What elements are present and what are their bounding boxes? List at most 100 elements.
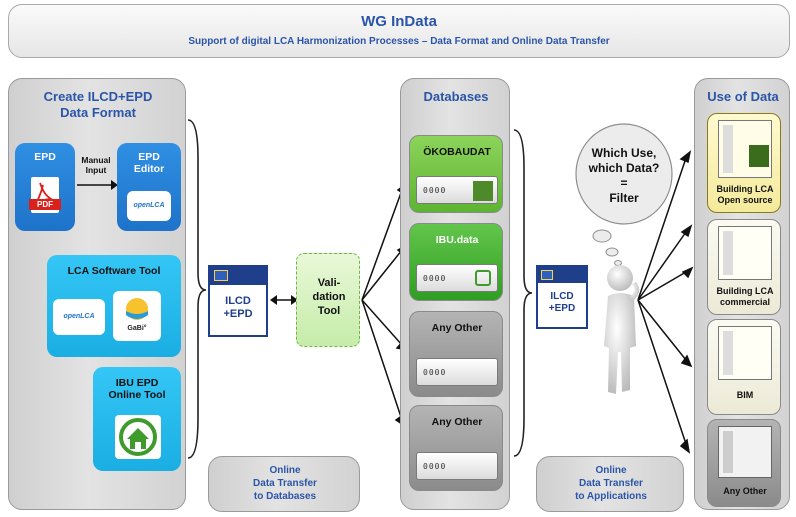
thought-text: Which Use, which Data? = Filter — [578, 146, 670, 206]
ilcd-left-line2: +EPD — [223, 308, 253, 320]
db-card-oekobaudat: ÖKOBAUDAT 0000 — [409, 135, 503, 213]
transfer-db-line2: Data Transfer — [253, 478, 317, 489]
pdf-icon: PDF — [29, 177, 61, 213]
ibu-tool-label: IBU EPD Online Tool — [93, 377, 181, 401]
db-label: IBU.data — [435, 234, 479, 246]
openlca-logo-2: openLCA — [53, 299, 105, 335]
databases-panel: Databases ÖKOBAUDAT 0000 IBU.data 0000 A… — [400, 78, 510, 510]
epd-box: EPD PDF — [15, 143, 75, 231]
server-device: 0000 — [416, 176, 498, 204]
ilcd-epd-file-left: ILCD +EPD — [208, 265, 268, 337]
window-sidebar — [723, 431, 733, 473]
validation-tool-label: Vali- dation Tool — [297, 276, 361, 318]
title-banner: WG InData Support of digital LCA Harmoni… — [8, 4, 790, 58]
use-line1: Building LCA — [716, 286, 774, 296]
db-label: Any Other — [431, 416, 483, 428]
thought-line2: which Data? — [588, 161, 660, 175]
ilcd-epd-file-right: ILCD +EPD — [536, 265, 588, 329]
app-window-icon — [718, 120, 772, 178]
window-sidebar — [723, 125, 733, 173]
manual-input-line1: Manual — [81, 155, 111, 165]
ilcd-epd-label-right: ILCD +EPD — [538, 291, 586, 315]
transfer-to-applications-box: Online Data Transfer to Applications — [536, 456, 684, 512]
epd-editor-box: EPD Editor openLCA — [117, 143, 181, 231]
ilcd-right-line1: ILCD — [550, 291, 574, 302]
server-number: 0000 — [423, 186, 447, 195]
transfer-app-label: Online Data Transfer to Applications — [537, 464, 685, 503]
transfer-db-line1: Online — [269, 465, 301, 476]
window-sidebar — [723, 331, 733, 375]
bidirectional-arrow — [270, 295, 298, 305]
use-of-data-panel: Use of Data Building LCA Open source Bui… — [694, 78, 790, 510]
transfer-db-label: Online Data Transfer to Databases — [209, 464, 361, 503]
lca-software-tool-label: LCA Software Tool — [67, 265, 161, 277]
server-device: 0000 — [416, 358, 498, 386]
transfer-app-line2: Data Transfer — [579, 478, 643, 489]
left-bracket — [187, 119, 207, 459]
use-line1: BIM — [736, 390, 754, 400]
manual-input-line2: Input — [85, 165, 107, 175]
use-bim: BIM — [707, 319, 781, 415]
thought-line3: = — [620, 176, 628, 190]
epd-editor-line2: Editor — [133, 163, 165, 175]
ilcd-right-line2: +EPD — [548, 303, 576, 314]
databases-title: Databases — [423, 89, 489, 104]
use-building-lca-open-source: Building LCA Open source — [707, 113, 781, 213]
thought-cloud — [575, 123, 673, 266]
db-card-any-other-1: Any Other 0000 — [409, 311, 503, 397]
thought-line4: Filter — [609, 191, 639, 205]
ibu-tool-line2: Online Tool — [108, 389, 166, 401]
window-sidebar — [723, 231, 733, 275]
epd-label: EPD — [34, 151, 56, 163]
transfer-to-databases-box: Online Data Transfer to Databases — [208, 456, 360, 512]
figure-to-use-arrows — [637, 150, 694, 454]
transfer-app-line1: Online — [595, 465, 627, 476]
validation-tool-box: Vali- dation Tool — [296, 253, 360, 347]
thinking-person-figure — [604, 265, 640, 394]
use-label: Building LCA Open source — [708, 184, 782, 206]
use-label: Any Other — [708, 486, 782, 497]
gabi-sun-icon — [126, 298, 148, 320]
transfer-db-line3: to Databases — [253, 491, 317, 502]
app-window-icon — [718, 326, 772, 380]
use-label: Building LCA commercial — [708, 286, 782, 308]
banner-subtitle: Support of digital LCA Harmonization Pro… — [188, 36, 610, 47]
gabi-logo: GaBi° — [113, 291, 161, 341]
oekobaudat-logo-icon — [473, 181, 493, 201]
transfer-app-line3: to Applications — [575, 491, 647, 502]
gabi-label: GaBi° — [127, 325, 147, 332]
create-format-title: Create ILCD+EPD Data Format — [9, 89, 187, 121]
validation-line3: Tool — [317, 305, 341, 317]
db-card-ibu-data: IBU.data 0000 — [409, 223, 503, 301]
manual-input-label: Manual Input — [77, 155, 115, 175]
create-format-title-line2: Data Format — [60, 105, 136, 120]
pdf-tag: PDF — [29, 199, 61, 210]
epd-editor-label: EPD Editor — [117, 151, 181, 175]
openlca-logo: openLCA — [127, 191, 171, 221]
ibu-tool-line1: IBU EPD — [115, 377, 159, 389]
eu-flag-icon — [214, 270, 228, 281]
db-label: ÖKOBAUDAT — [423, 146, 491, 158]
ibu-epd-online-tool-box: IBU EPD Online Tool — [93, 367, 181, 471]
banner-title: WG InData — [361, 13, 437, 30]
db-label: Any Other — [431, 322, 483, 334]
server-device: 0000 — [416, 264, 498, 292]
validation-line2: dation — [312, 291, 346, 303]
server-number: 0000 — [423, 462, 447, 471]
thought-line1: Which Use, — [591, 146, 657, 160]
green-logo-icon — [749, 145, 769, 167]
ilcd-epd-label-left: ILCD +EPD — [210, 295, 266, 321]
eu-flag-icon — [541, 270, 553, 280]
app-window-icon — [718, 226, 772, 280]
server-device: 0000 — [416, 452, 498, 480]
lca-software-tool-box: LCA Software Tool openLCA GaBi° — [47, 255, 181, 357]
manual-input-arrow — [77, 180, 118, 190]
use-any-other: Any Other — [707, 419, 781, 507]
validation-line1: Vali- — [317, 277, 341, 289]
server-number: 0000 — [423, 274, 447, 283]
use-building-lca-commercial: Building LCA commercial — [707, 219, 781, 315]
green-house-icon — [119, 418, 157, 456]
ibu-logo-icon — [475, 270, 491, 286]
use-line2: commercial — [719, 297, 771, 307]
use-of-data-title: Use of Data — [707, 89, 779, 104]
